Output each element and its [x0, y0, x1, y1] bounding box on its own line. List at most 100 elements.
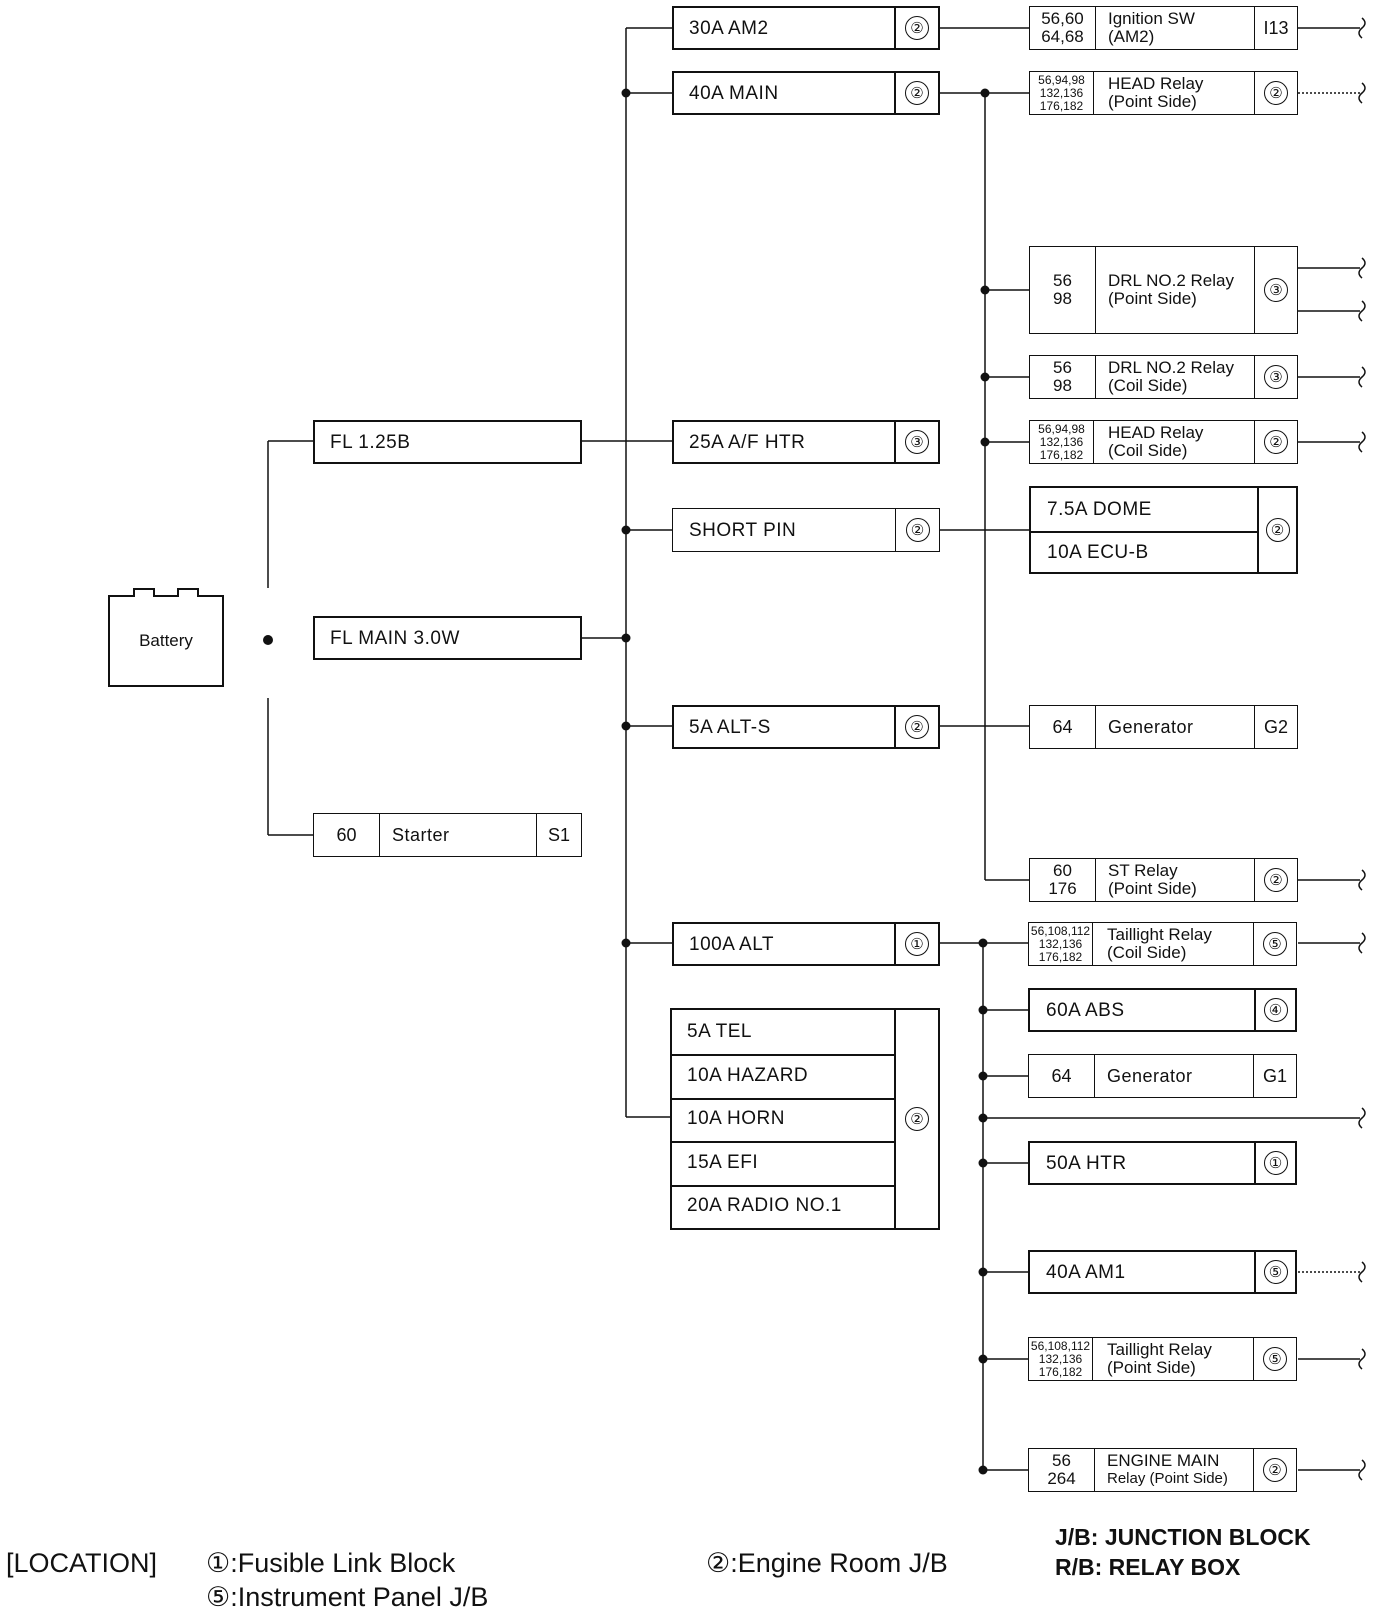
- ref-line: 176,182: [1038, 1364, 1083, 1379]
- fuse-group-row: 10A HAZARD: [672, 1054, 894, 1100]
- ref-line: 98: [1053, 289, 1072, 308]
- starter-name: Starter: [392, 825, 450, 845]
- fuse-label: 50A HTR: [1046, 1153, 1127, 1174]
- desc-line: (Coil Side): [1108, 441, 1188, 460]
- fuse-40a-main: 40A MAIN ②: [672, 71, 940, 115]
- component-desc: Taillight Relay(Point Side): [1107, 1341, 1212, 1377]
- desc-line: (AM2): [1108, 27, 1155, 46]
- location-code: ②: [894, 1010, 938, 1228]
- fuse-50a-htr: 50A HTR ①: [1028, 1141, 1297, 1185]
- fuse-label: 40A AM1: [1046, 1262, 1126, 1283]
- fuse-label: 40A MAIN: [689, 83, 779, 104]
- component-desc: Generator: [1108, 717, 1194, 737]
- location-code: ②: [894, 73, 938, 113]
- fuse-label: 5A ALT-S: [689, 717, 771, 738]
- ref-line: 176,182: [1039, 447, 1084, 462]
- location-code-text: ②: [905, 518, 930, 542]
- starter-component: 60 Starter S1: [313, 813, 582, 857]
- battery-terminal-neg: [133, 588, 155, 597]
- component-code: ②: [1254, 859, 1297, 901]
- battery-terminal-pos: [177, 588, 199, 597]
- location-5: ⑤:Instrument Panel J/B: [206, 1582, 489, 1612]
- fl125-label: FL 1.25B: [330, 432, 411, 453]
- desc-line: (Point Side): [1108, 92, 1197, 111]
- location-code: ④: [1254, 990, 1295, 1030]
- ref-line: 56,108,112: [1030, 1338, 1091, 1353]
- junction-dot: [263, 635, 273, 645]
- location-code: ②: [895, 509, 939, 551]
- location-code: ⑤: [1254, 1252, 1295, 1292]
- desc-line: (Coil Side): [1108, 376, 1188, 395]
- location-code: ②: [1257, 488, 1296, 572]
- location-2: ②:Engine Room J/B: [706, 1548, 948, 1578]
- component-desc: Taillight Relay(Coil Side): [1107, 926, 1212, 962]
- location-code-text: ②: [905, 16, 929, 40]
- location-code-text: ③: [905, 430, 929, 454]
- desc-line: Taillight Relay: [1107, 925, 1212, 944]
- desc-line: (Point Side): [1107, 1358, 1196, 1377]
- dome-group-row-label: 10A ECU-B: [1047, 542, 1149, 563]
- component-code: G1: [1253, 1055, 1296, 1097]
- fuse-group-row-label: 10A HAZARD: [687, 1065, 809, 1086]
- location-code: ②: [894, 8, 938, 48]
- fuse-5a-alt-s: 5A ALT-S ②: [672, 705, 940, 749]
- ref-line: 176,182: [1039, 98, 1084, 113]
- location-code: ①: [1254, 1143, 1295, 1183]
- location-code: ②: [894, 707, 938, 747]
- fusible-link-flmain: FL MAIN 3.0W: [313, 616, 582, 660]
- ref-line: 176,182: [1038, 949, 1083, 964]
- component-desc: DRL NO.2 Relay(Coil Side): [1108, 359, 1234, 395]
- location-code-text: ②: [905, 81, 929, 105]
- ref-line: 56,108,112: [1030, 923, 1091, 938]
- desc-line: DRL NO.2 Relay: [1108, 358, 1234, 377]
- ref-line: 56,94,98: [1038, 421, 1085, 436]
- ref-line: 56,60: [1041, 9, 1084, 28]
- location-code-text: ②: [905, 715, 929, 739]
- component-generator-g2: 64 Generator G2: [1029, 705, 1298, 749]
- component-ref: 64: [1029, 1055, 1095, 1097]
- dome-group-row-label: 7.5A DOME: [1047, 499, 1152, 520]
- fuse-label: 100A ALT: [689, 934, 774, 955]
- fuse-group: 5A TEL 10A HAZARD 10A HORN 15A EFI 20A R…: [670, 1008, 940, 1230]
- component-code-text: ②: [1264, 430, 1288, 454]
- location-code: ③: [894, 422, 938, 462]
- flmain-label: FL MAIN 3.0W: [330, 628, 460, 649]
- desc-line: (Coil Side): [1107, 943, 1187, 962]
- starter-ref: 60: [314, 814, 380, 856]
- fuse-60a-abs: 60A ABS ④: [1028, 988, 1297, 1032]
- fuse-30a-am2: 30A AM2 ②: [672, 6, 940, 50]
- component-code-text: ②: [1264, 81, 1288, 105]
- component-code: ③: [1254, 356, 1297, 398]
- component-code: ⑤: [1253, 1338, 1296, 1380]
- component-desc: Generator: [1107, 1066, 1193, 1086]
- jb-key: J/B: JUNCTION BLOCK: [1055, 1524, 1311, 1550]
- fuse-40a-am1: 40A AM1 ⑤: [1028, 1250, 1297, 1294]
- component-code: ②: [1254, 72, 1297, 114]
- desc-line: ENGINE MAIN: [1107, 1451, 1220, 1470]
- desc-line: (Point Side): [1108, 289, 1197, 308]
- component-generator-g1: 64 Generator G1: [1028, 1054, 1297, 1098]
- component-code-text: ③: [1264, 365, 1288, 389]
- dome-group-row: 7.5A DOME: [1031, 488, 1257, 533]
- component-desc: DRL NO.2 Relay(Point Side): [1108, 272, 1234, 308]
- battery-label: Battery: [139, 631, 193, 650]
- desc-line: Taillight Relay: [1107, 1340, 1212, 1359]
- short-pin: SHORT PIN ②: [672, 508, 940, 552]
- desc-line: Relay (Point Side): [1107, 1470, 1228, 1487]
- ref-line: 132,136: [1039, 85, 1084, 100]
- fuse-group-row: 20A RADIO NO.1: [672, 1185, 894, 1228]
